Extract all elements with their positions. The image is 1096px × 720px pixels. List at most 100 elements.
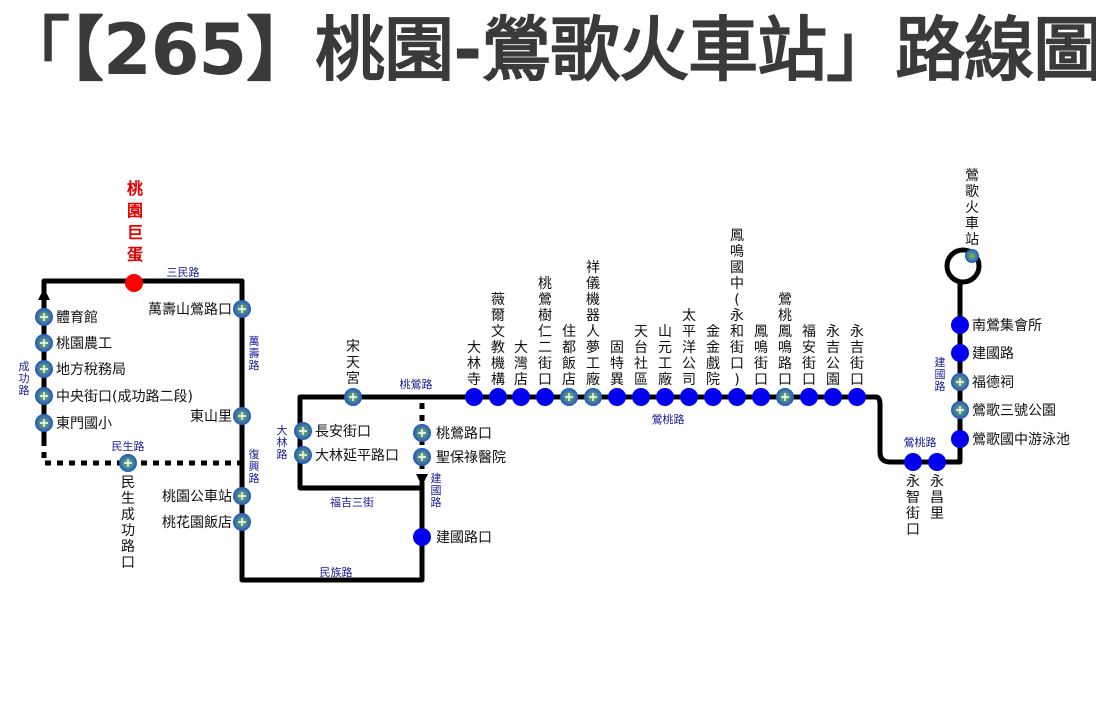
stop-fengming_st[interactable] — [752, 388, 770, 406]
stop-yongji_st[interactable] — [848, 388, 866, 406]
stop-taofeng-arrow-icon — [781, 393, 789, 401]
stop-label-fuan: 福安街口 — [802, 324, 816, 388]
stop-jianguo_rd[interactable] — [413, 528, 431, 546]
stop-label-xiangyi: 祥儀機器人夢工廠 — [586, 260, 600, 388]
stop-label-shengbao: 聖保祿醫院 — [436, 450, 506, 466]
terminal-end-marker[interactable] — [965, 249, 979, 263]
stop-yongchang[interactable] — [928, 453, 946, 471]
terminal-start-label: 桃園巨蛋 — [127, 179, 143, 264]
stop-label-songtiangong: 宋天宮 — [346, 339, 360, 387]
stop-label-tiantai: 天台社區 — [634, 324, 648, 388]
stop-label-dalinsi: 大林寺 — [467, 340, 481, 388]
stop-label-jiadu: 住都飯店 — [562, 324, 576, 388]
down-arrow-icon — [416, 474, 428, 486]
stop-dawan[interactable] — [512, 388, 530, 406]
route-line-taoying — [470, 280, 963, 465]
stop-label-yingge3: 鶯歌三號公園 — [972, 403, 1056, 419]
stop-dongshanli-arrow-icon — [238, 412, 246, 420]
stop-jiadu-arrow-icon — [565, 393, 573, 401]
stop-label-wanshoushan: 萬壽山鶯路口 — [148, 302, 232, 318]
page-title: 「【265】桃園-鶯歌火車站」路線圖 — [0, 9, 1096, 91]
stop-wanshoushan-arrow-icon — [238, 305, 246, 313]
stop-fuan[interactable] — [800, 388, 818, 406]
stop-songtiangong-arrow-icon — [349, 393, 357, 401]
stop-yongji_park[interactable] — [824, 388, 842, 406]
stop-label-minsheng_chenggong: 民生成功路口 — [121, 475, 135, 571]
stop-label-yongzhi: 永智街口 — [906, 474, 920, 538]
stop-yongzhi[interactable] — [904, 453, 922, 471]
stop-label-dalin_yanping: 大林延平路口 — [315, 448, 399, 464]
stop-label-dawan: 大灣店 — [514, 340, 528, 388]
road-label-fuji3: 福吉三街 — [330, 495, 374, 509]
stop-dalin_yanping-arrow-icon — [299, 451, 307, 459]
stop-taoying_rd-arrow-icon — [418, 429, 426, 437]
stop-nongong-arrow-icon — [40, 339, 48, 347]
road-label-sanmin: 三民路 — [167, 266, 200, 279]
stop-label-shanyuan: 山元工廠 — [658, 324, 672, 388]
route-line-dalin — [297, 394, 470, 491]
stop-label-jinjin: 金金戲院 — [706, 324, 720, 388]
up-arrow-icon — [38, 288, 50, 300]
stop-taohuayuan-arrow-icon — [238, 518, 246, 526]
stop-label-dongshanli: 東山里 — [190, 409, 232, 425]
dashed-lines — [41, 403, 425, 478]
stop-yingge_pool[interactable] — [951, 430, 969, 448]
stop-tiantai[interactable] — [632, 388, 650, 406]
stop-tiyuguan-arrow-icon — [40, 313, 48, 321]
road-label-minsheng: 民生路 — [112, 439, 145, 453]
road-label-minzu: 民族路 — [320, 565, 353, 579]
terminal-end-label: 鶯歌火車站 — [965, 168, 979, 248]
stop-label-yongchang: 永昌里 — [930, 474, 944, 522]
stop-yingge3-arrow-icon — [956, 406, 964, 414]
stop-label-weier: 薇爾文教機構 — [491, 292, 505, 388]
stop-taoyuan_bus-arrow-icon — [238, 492, 246, 500]
road-label-dalin: 大林路 — [277, 423, 288, 461]
stop-jinjin[interactable] — [704, 388, 722, 406]
stop-shuren2[interactable] — [536, 388, 554, 406]
stop-gute[interactable] — [608, 388, 626, 406]
road-label-yingtao_c: 鶯桃路 — [904, 435, 937, 449]
stop-shuiwuju-arrow-icon — [40, 365, 48, 373]
road-label-chenggong: 成功路 — [19, 360, 30, 397]
stop-label-fudeci: 福德祠 — [972, 375, 1014, 391]
stop-label-taofeng: 鶯桃鳳鳴路口 — [778, 292, 792, 388]
stop-label-zhongyang: 中央街口(成功路二段) — [56, 389, 193, 405]
stop-nanying[interactable] — [951, 316, 969, 334]
stop-label-fengming_st: 鳳鳴街口 — [754, 324, 768, 388]
road-label-fuxing: 復興路 — [249, 448, 260, 485]
stop-label-yingge_pool: 鶯歌國中游泳池 — [972, 432, 1070, 448]
stop-label-fengming_zhong: 鳳鳴國中(永和街口) — [730, 228, 744, 388]
road-label-jianguo_b: 建國路 — [935, 355, 946, 393]
stop-jianguo_lu[interactable] — [951, 344, 969, 362]
stop-label-changan: 長安街口 — [315, 424, 371, 440]
stop-xiangyi-arrow-icon — [589, 393, 597, 401]
road-label-wanshou: 萬壽路 — [249, 335, 260, 372]
stop-fengming_zhong[interactable] — [728, 388, 746, 406]
stop-shengbao-arrow-icon — [418, 453, 426, 461]
stop-label-nongong: 桃園農工 — [56, 336, 112, 352]
terminal-loop — [944, 247, 982, 285]
stop-label-taoying_rd: 桃鶯路口 — [436, 426, 492, 442]
terminal-start-marker[interactable] — [125, 274, 143, 292]
stop-dalinsi[interactable] — [465, 388, 483, 406]
stop-label-taoyuan_bus: 桃園公車站 — [162, 488, 232, 505]
stop-label-yongji_park: 永吉公園 — [826, 324, 840, 388]
stop-label-dongmen: 東門國小 — [56, 416, 112, 432]
stop-label-jianguo_rd: 建國路口 — [436, 530, 492, 546]
stop-minsheng_chenggong-arrow-icon — [124, 459, 132, 467]
stop-taipingyang[interactable] — [680, 388, 698, 406]
stop-label-shuren2: 桃鶯樹仁二街口 — [538, 276, 552, 388]
stop-label-nanying: 南鶯集會所 — [972, 317, 1042, 334]
stop-changan-arrow-icon — [299, 427, 307, 435]
stop-label-tiyuguan: 體育館 — [56, 309, 98, 326]
route-line-sanmin — [41, 278, 425, 583]
stop-weier[interactable] — [489, 388, 507, 406]
stop-zhongyang-arrow-icon — [40, 392, 48, 400]
stop-fudeci-arrow-icon — [956, 378, 964, 386]
stop-label-yongji_st: 永吉街口 — [850, 324, 864, 388]
stop-label-gute: 固特異 — [610, 340, 624, 388]
road-label-taoying_a: 桃鶯路 — [400, 377, 433, 391]
stop-label-taohuayuan: 桃花園飯店 — [162, 514, 232, 531]
stop-shanyuan[interactable] — [656, 388, 674, 406]
road-label-jianguo_a: 建國路 — [431, 471, 442, 509]
